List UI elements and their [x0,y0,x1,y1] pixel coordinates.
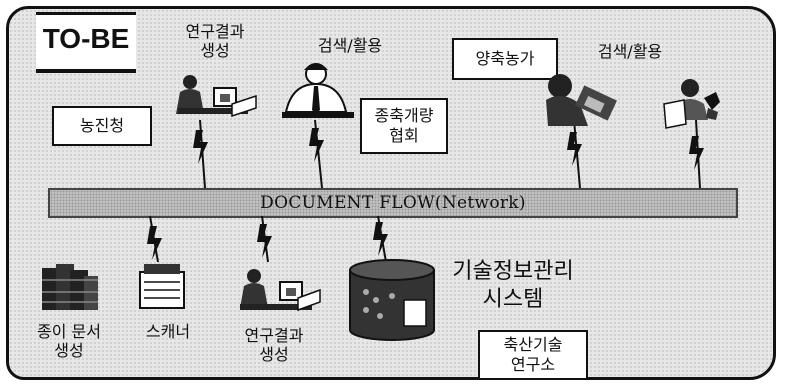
paper-stack-icon [42,264,98,310]
label-tech-info-system: 기술정보관리 시스템 [452,259,574,312]
box-rda: 농진청 [52,106,152,146]
label-search-use-2: 검색/활용 [597,42,663,61]
scanner-icon [139,264,185,309]
lightning-link-icon [193,119,208,189]
lightning-link-icon [567,119,582,189]
box-livestock-farmers: 양축농가 [452,38,558,80]
lightning-link-icon [373,215,388,263]
lightning-link-icon [309,119,324,189]
lightning-link-icon [689,119,704,189]
label-research-generation-bottom: 연구결과 생성 [244,326,304,365]
box-livestock-tech-institute: 축산기술 연구소 [478,330,588,380]
lightning-link-icon [147,215,162,263]
worker-desk-icon [176,75,257,118]
farmer-desk-icon [546,74,617,126]
lightning-link-icon [257,215,272,263]
database-icon [349,259,435,341]
label-scanner: 스캐너 [145,322,191,341]
box-breeders-association: 종축개량 협회 [360,98,448,154]
office-worker-icon [282,63,354,118]
label-paper-document-generation: 종이 문서 생성 [37,322,101,361]
diagram-title: TO-BE [36,12,136,73]
reader-icon [663,79,720,129]
document-flow-network-bar: DOCUMENT FLOW(Network) [48,188,738,218]
label-search-use-1: 검색/활용 [317,36,383,55]
label-research-generation-top: 연구결과 생성 [185,22,245,61]
worker-desk-icon [240,269,321,312]
